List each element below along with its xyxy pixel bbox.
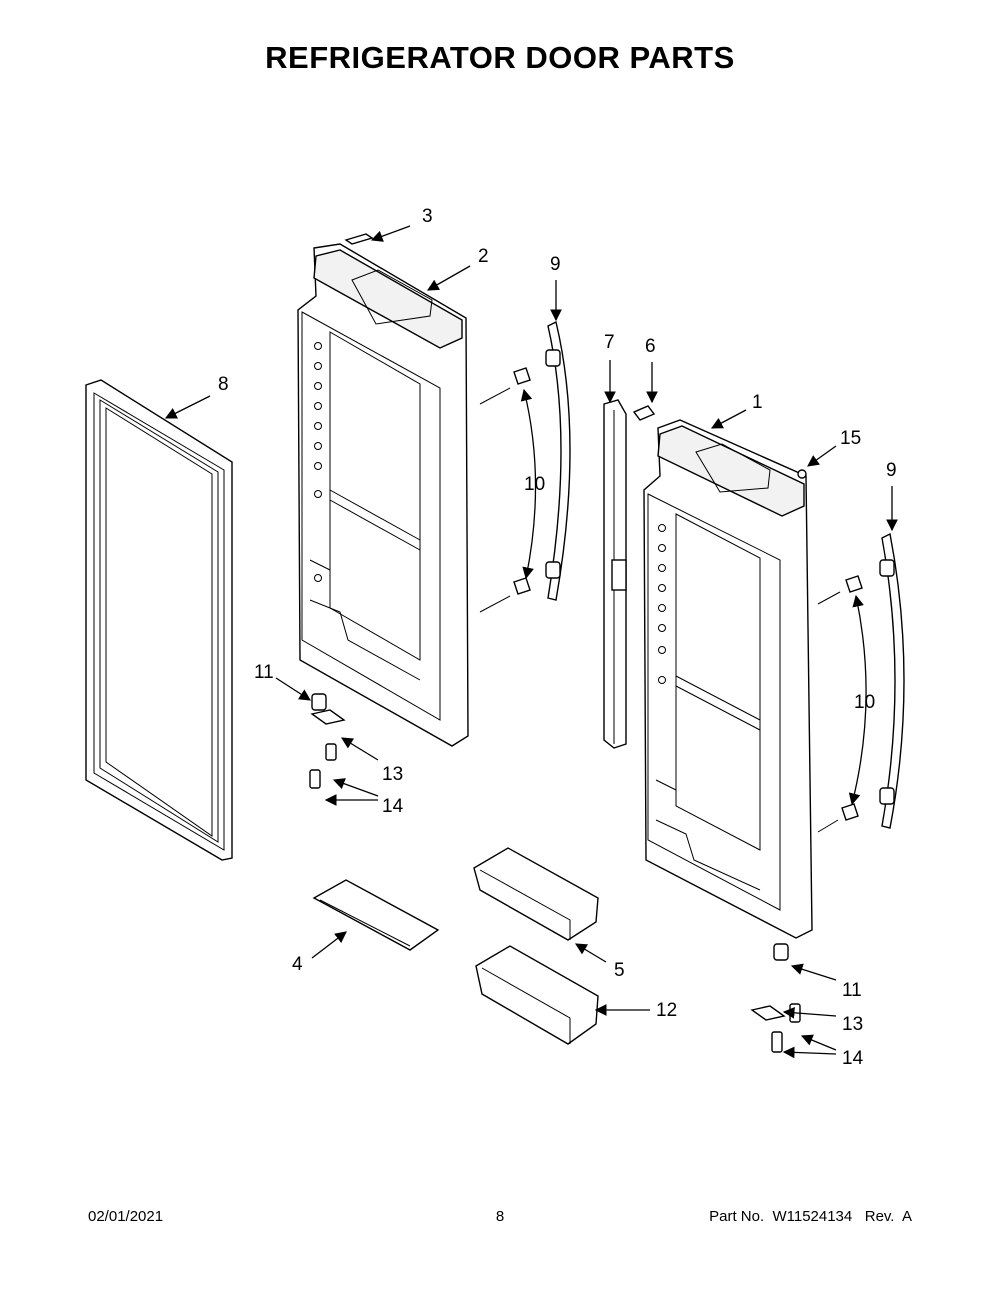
callout-13-right: 13 [842,1014,863,1035]
left-bottom-hinge-parts [309,693,346,789]
door-bin-upper [473,847,599,941]
callout-9-left: 9 [550,254,561,275]
center-mullion-flipper [603,399,627,749]
door-gasket [85,379,233,861]
right-bottom-hinge-parts [750,943,801,1053]
callout-3: 3 [422,206,433,227]
callout-10-right: 10 [854,692,875,713]
left-handle-studs [513,367,531,595]
right-handle [879,532,905,829]
callout-9-right: 9 [886,460,897,481]
callout-2: 2 [478,246,489,267]
door-label [344,233,374,245]
footer-page-number: 8 [495,1208,505,1225]
callout-4: 4 [292,954,303,975]
top-hinge-screw [797,469,807,479]
assembly-lines [479,387,841,833]
callout-10-left: 10 [524,474,545,495]
callout-8: 8 [218,374,229,395]
door-tray [312,879,440,951]
callout-5: 5 [614,960,625,981]
left-door [297,243,469,747]
left-handle [545,320,571,601]
callout-15: 15 [840,428,861,449]
door-bin-lower [475,945,599,1045]
callout-11-left: 11 [254,662,274,683]
callout-13-left: 13 [382,764,403,785]
left-door-bin-stops [314,342,322,582]
page-title: REFRIGERATOR DOOR PARTS [265,40,735,75]
callout-14-left: 14 [382,796,404,817]
callout-11-right: 11 [842,980,862,1001]
right-door-bin-stops [658,524,666,684]
callout-1: 1 [752,392,763,413]
footer-date: 02/01/2021 [88,1208,164,1225]
callout-12: 12 [656,1000,677,1021]
flipper-screw [632,405,656,421]
callout-6: 6 [645,336,656,357]
right-door [643,419,813,939]
right-handle-studs [841,575,863,821]
callout-7: 7 [604,332,615,353]
footer-part-number: Part No. W11524134 Rev. A [709,1208,912,1225]
callout-14-right: 14 [842,1048,864,1069]
callout-labels: 1 2 3 4 5 6 7 8 9 9 10 10 11 11 12 13 13… [218,206,897,1069]
leader-arrows [164,225,898,1059]
